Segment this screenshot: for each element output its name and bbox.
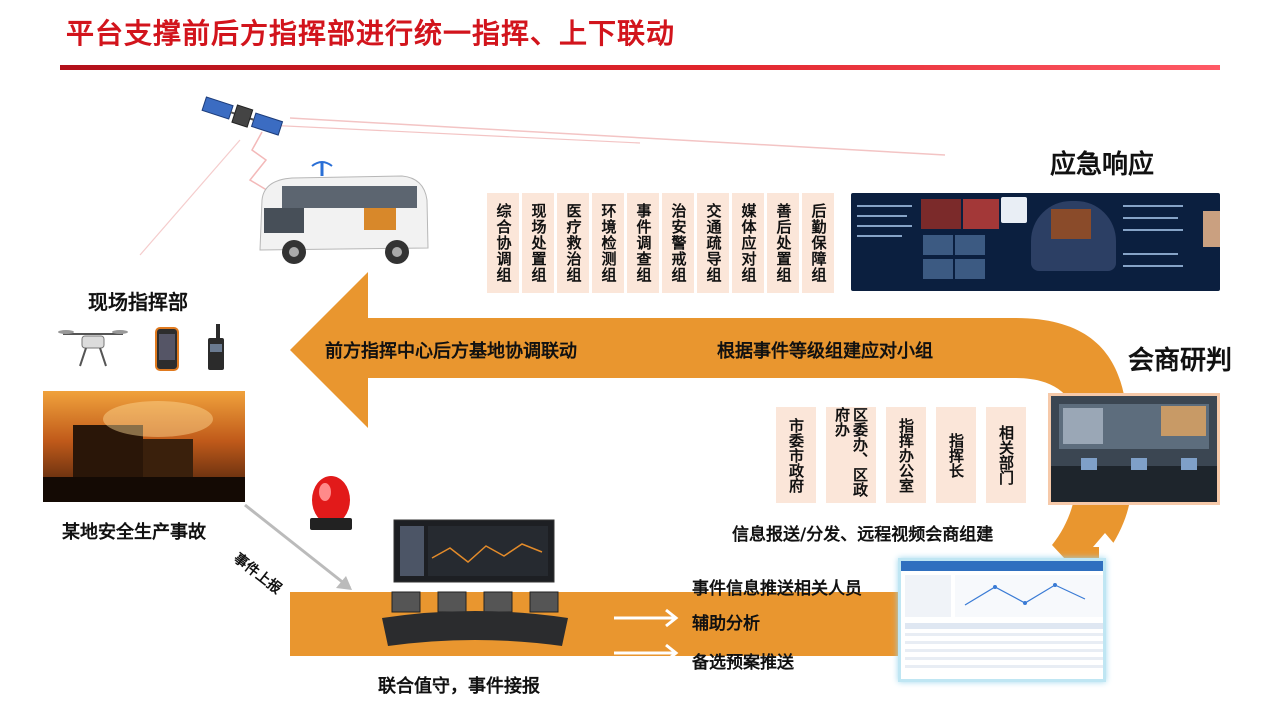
group-box: 现场处置组 — [522, 193, 554, 293]
drone-icon — [58, 330, 128, 367]
action-item: 事件信息推送相关人员 — [692, 579, 862, 599]
duty-console-image — [382, 519, 568, 646]
action-arrows — [614, 573, 679, 663]
department-box: 指挥办公室 — [886, 407, 926, 503]
consultation-label: 会商研判 — [1128, 346, 1233, 376]
accident-photo — [43, 391, 245, 502]
group-box: 事件调查组 — [627, 193, 659, 293]
group-box: 交通疏导组 — [697, 193, 729, 293]
arrow-left-text: 前方指挥中心后方基地协调联动 — [325, 341, 577, 362]
info-report-label: 信息报送/分发、远程视频会商组建 — [732, 525, 994, 545]
up-arrow — [1093, 533, 1117, 560]
group-box: 环境检测组 — [592, 193, 624, 293]
command-bus-image — [259, 161, 429, 264]
analysis-system-screenshot — [898, 558, 1106, 682]
group-box: 医疗救治组 — [557, 193, 589, 293]
action-item: 辅助分析 — [692, 614, 760, 634]
group-box: 后勤保障组 — [802, 193, 834, 293]
upper-arrow-band — [290, 272, 1128, 575]
response-groups: 综合协调组 现场处置组 医疗救治组 环境检测组 事件调查组 治安警戒组 交通疏导… — [487, 193, 834, 293]
phone-icon — [155, 327, 179, 371]
report-arrow — [244, 503, 352, 590]
arrow-right-text: 根据事件等级组建应对小组 — [717, 341, 933, 362]
group-box: 媒体应对组 — [732, 193, 764, 293]
title-divider — [60, 65, 1220, 70]
department-box: 指挥长 — [936, 407, 976, 503]
group-box: 善后处置组 — [767, 193, 799, 293]
accident-label: 某地安全生产事故 — [62, 522, 206, 543]
joint-duty-label: 联合值守，事件接报 — [378, 676, 540, 697]
department-box: 市委市政府 — [776, 407, 816, 503]
group-box: 治安警戒组 — [662, 193, 694, 293]
departments: 市委市政府 区委办、区政府办 指挥办公室 指挥长 相关部门 — [776, 407, 1026, 503]
action-item: 备选预案推送 — [692, 653, 794, 673]
field-devices-image — [58, 324, 224, 371]
department-box: 相关部门 — [986, 407, 1026, 503]
department-box: 区委办、区政府办 — [826, 407, 876, 503]
consultation-room-image — [1048, 393, 1220, 505]
radio-icon — [208, 324, 224, 370]
page-title: 平台支撑前后方指挥部进行统一指挥、上下联动 — [66, 17, 676, 50]
emergency-response-label: 应急响应 — [1050, 150, 1155, 180]
emergency-dashboard-image — [851, 193, 1220, 291]
satellite-icon — [201, 96, 284, 136]
field-command-label: 现场指挥部 — [88, 290, 188, 314]
alarm-siren-icon — [310, 476, 352, 530]
group-box: 综合协调组 — [487, 193, 519, 293]
